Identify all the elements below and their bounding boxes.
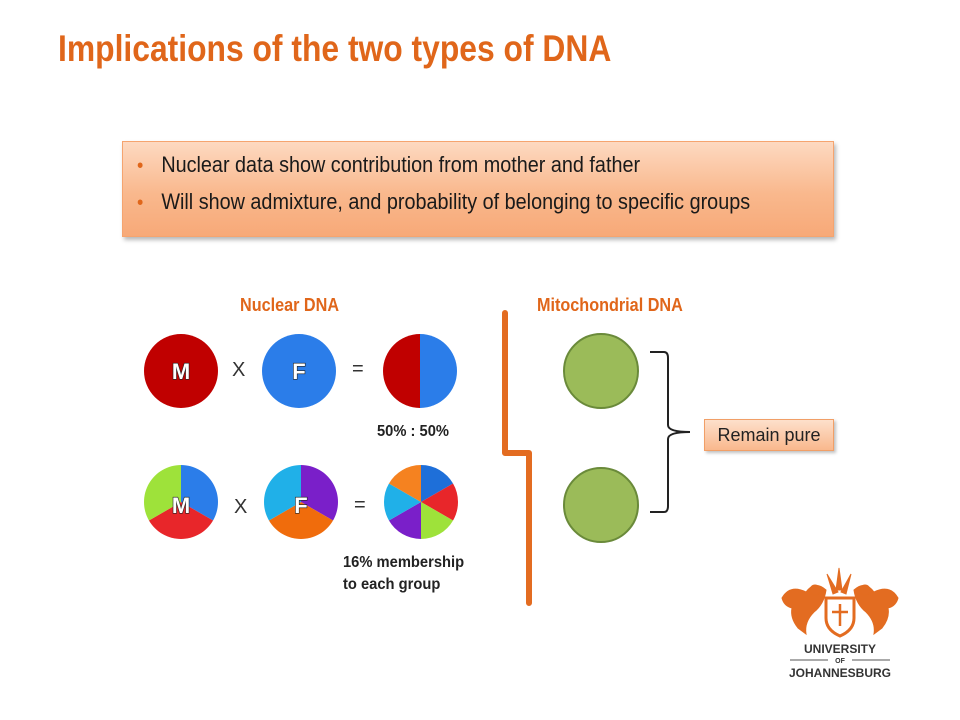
times-sign: X <box>234 496 248 518</box>
bracket <box>650 351 691 513</box>
bullet-text: Nuclear data show contribution from moth… <box>161 152 641 177</box>
bullet-item: • Nuclear data show contribution from mot… <box>137 152 640 178</box>
father-circle <box>262 334 336 408</box>
pie-slice <box>383 334 420 408</box>
divider-line <box>502 310 532 606</box>
pie-slice <box>420 334 457 408</box>
bullet-dot-icon: • <box>137 155 144 177</box>
result-half-circle <box>383 334 457 408</box>
pie-slice <box>384 483 421 521</box>
membership-caption-line1: 16% membership <box>343 554 465 571</box>
pie-slice <box>264 465 301 521</box>
bullet-text: Will show admixture, and probability of … <box>161 189 751 214</box>
university-logo: UNIVERSITY OF JOHANNESBURG <box>781 567 899 680</box>
equals-sign: = <box>352 358 364 380</box>
remain-pure-callout: Remain pure <box>704 419 834 451</box>
father-label: F <box>292 359 305 384</box>
bullet-item: • Will show admixture, and probability of… <box>137 189 750 215</box>
slide-title: Implications of the two types of DNA <box>58 28 612 69</box>
pie-slice <box>388 502 421 539</box>
pie-slice <box>421 502 454 539</box>
mother-label: M <box>172 359 190 384</box>
father-label: F <box>294 493 307 518</box>
pie-slice <box>301 465 338 521</box>
mother-pie <box>144 465 218 539</box>
membership-caption-line2: to each group <box>343 576 441 593</box>
pie-slice <box>181 465 218 521</box>
mitochondrial-circle <box>563 467 639 543</box>
logo-emblem-icon <box>781 567 899 638</box>
pie-slice <box>421 483 458 521</box>
mother-circle <box>144 334 218 408</box>
mitochondrial-dna-heading: Mitochondrial DNA <box>537 295 683 315</box>
pie-slice <box>144 465 181 521</box>
mitochondrial-circle <box>563 333 639 409</box>
times-sign: X <box>232 359 246 381</box>
nuclear-dna-heading: Nuclear DNA <box>240 295 340 315</box>
logo-line-johannesburg: JOHANNESBURG <box>789 666 891 680</box>
result-pie <box>384 465 458 539</box>
father-pie <box>264 465 338 539</box>
mother-label: M <box>172 493 190 518</box>
logo-line-university: UNIVERSITY <box>804 642 876 656</box>
result-caption: 50% : 50% <box>377 423 450 440</box>
pie-slice <box>148 502 214 539</box>
logo-line-of: OF <box>835 658 845 665</box>
pie-slice <box>268 502 334 539</box>
pie-slice <box>388 465 421 502</box>
bullet-dot-icon: • <box>137 192 144 214</box>
pie-slice <box>421 465 454 502</box>
bullet-box: • Nuclear data show contribution from mot… <box>122 141 834 237</box>
equals-sign: = <box>354 494 366 516</box>
